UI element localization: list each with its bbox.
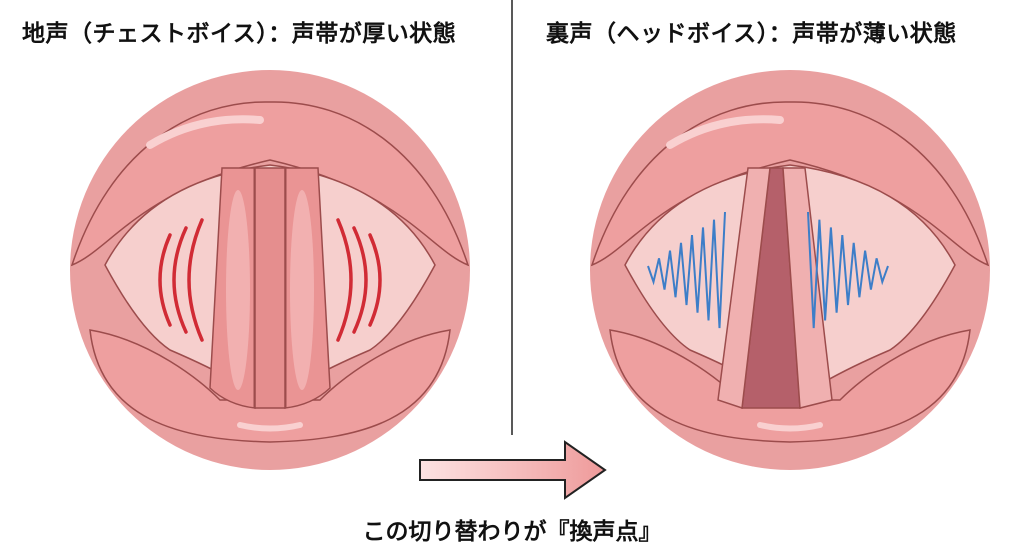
chest-voice-larynx xyxy=(70,70,470,470)
head-voice-larynx xyxy=(590,70,990,470)
right-vocal-fold-thin xyxy=(782,167,833,409)
left-vocal-fold-thin xyxy=(717,167,771,410)
transition-arrow-icon xyxy=(419,440,607,500)
head-vibration-left xyxy=(647,211,726,329)
head-voice-title: 裏声（ヘッドボイス）：声帯が薄い状態 xyxy=(546,21,957,47)
chest-voice-title: 地声（チェストボイス）：声帯が厚い状態 xyxy=(22,21,457,47)
passaggio-caption: この切り替わりが『換声点』 xyxy=(362,519,662,545)
chest-vibration-lines xyxy=(158,218,382,342)
head-vibration-right xyxy=(807,211,889,329)
